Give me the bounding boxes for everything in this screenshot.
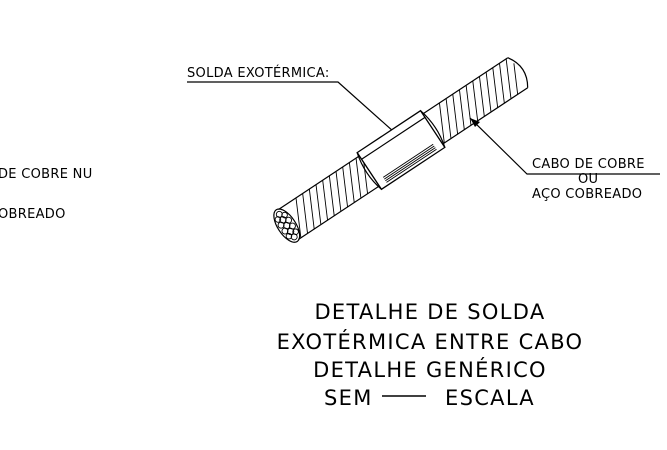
weld-leader-line [187, 81, 404, 141]
left-label-line2: OBREADO [0, 207, 66, 222]
title-line4-left: SEM [324, 386, 373, 410]
right-cable [419, 57, 529, 147]
title-line2: EXOTÉRMICA ENTRE CABO [277, 329, 584, 354]
weld-label: SOLDA EXOTÉRMICA: [187, 65, 330, 81]
weld-assembly [273, 57, 529, 243]
title-line1: DETALHE DE SOLDA [314, 300, 545, 324]
title-line4-right: ESCALA [445, 386, 535, 410]
cable-label-line3: AÇO COBREADO [532, 187, 642, 202]
left-label-line1: DE COBRE NU [0, 167, 93, 182]
title-line3: DETALHE GENÉRICO [313, 357, 547, 382]
cable-end-strands [273, 208, 301, 243]
weld-sleeve [356, 109, 446, 191]
left-cable [278, 153, 383, 241]
cable-leader-line [469, 117, 660, 175]
cable-label-line2: OU [578, 172, 598, 187]
cable-label-line1: CABO DE COBRE [532, 157, 645, 172]
